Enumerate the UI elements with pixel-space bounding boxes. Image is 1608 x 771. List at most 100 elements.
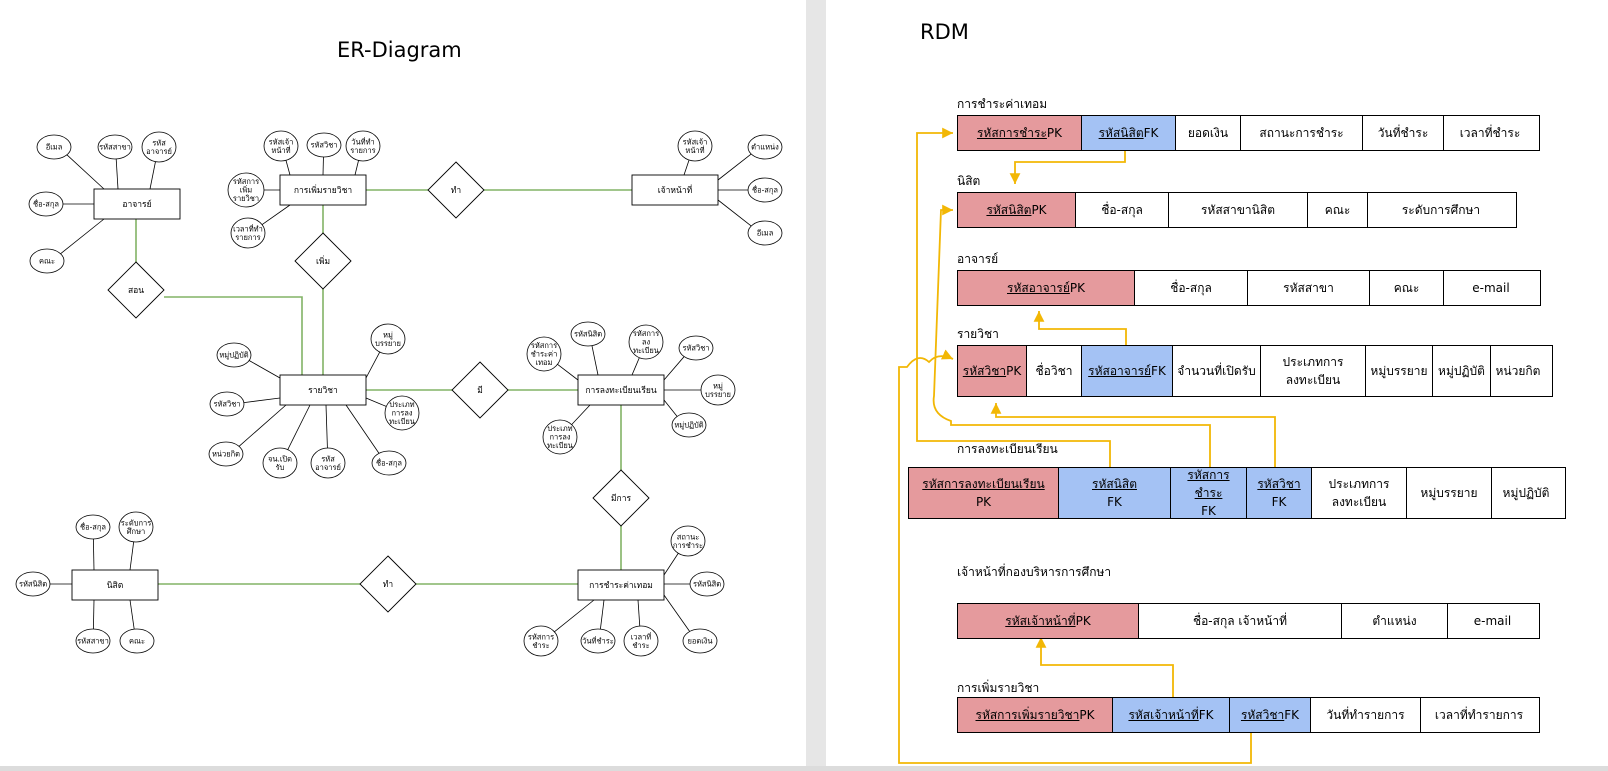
er-attribute-label: หน่วยกิต	[212, 450, 240, 459]
er-attribute-label: รหัสสาขา	[99, 143, 131, 152]
rdm-cell-text: รหัสสาขา	[1283, 281, 1334, 295]
rdm-relation-arrow	[1033, 311, 1127, 345]
er-entity-label: อาจารย์	[122, 199, 151, 210]
er-attribute-ellipse	[216, 342, 252, 368]
er-relationship-label: สอน	[128, 286, 144, 296]
er-attribute-ellipse	[28, 191, 64, 217]
page-gutter	[806, 0, 826, 771]
rdm-cell-foreign-key: รหัสเจ้าหน้าที่FK	[1113, 698, 1230, 732]
rdm-cell-text: เวลาที่ชำระ	[1459, 126, 1521, 140]
er-attribute-label: รหัสวิชา	[213, 400, 240, 409]
er-attribute-course-lecture: หมู่บรรยาย	[370, 323, 406, 355]
er-attribute-ellipse	[671, 412, 707, 438]
er-attribute-student-level: ระดับการศึกษา	[118, 511, 154, 543]
rdm-cell-text: ชื่อ-สกุล	[1170, 281, 1212, 295]
er-attribute-label: หมู่บรรยาย	[375, 330, 401, 348]
er-attribute-line	[242, 397, 281, 404]
er-attribute-line	[570, 404, 591, 426]
er-attribute-teacher-name: ชื่อ-สกุล	[28, 191, 64, 217]
er-attribute-line	[345, 404, 380, 455]
er-connector-line	[164, 296, 303, 375]
rdm-relation-arrow	[932, 204, 1211, 467]
er-entity-course: รายวิชา	[279, 374, 367, 406]
er-attribute-ellipse	[29, 248, 65, 274]
rdm-cell-text: หมู่บรรยาย	[1420, 486, 1478, 500]
rdm-cell-text: รหัสสาขานิสิต	[1200, 203, 1275, 217]
er-attribute-line	[683, 159, 690, 176]
rdm-cell-text: หมู่ปฏิบัติ	[1438, 364, 1485, 378]
er-attribute-label: ประเภทการลงทะเบียน	[547, 424, 573, 450]
rdm-cell: หมู่บรรยาย	[1407, 468, 1492, 518]
er-attribute-ellipse	[677, 130, 713, 162]
er-attribute-label: หมู่ปฏิบัติ	[219, 351, 248, 360]
er-attribute-label: รหัสนิสิต	[19, 580, 47, 589]
rdm-cell-text: สถานะการชำระ	[1259, 126, 1344, 140]
er-attribute-pay-amount: ยอดเงิน	[682, 628, 718, 654]
er-attribute-label: วันที่ทำรายการ	[350, 136, 375, 155]
er-attribute-line	[553, 599, 595, 633]
horizontal-scrollbar[interactable]	[0, 766, 1608, 771]
er-entity-label: เจ้าหน้าที่	[658, 184, 693, 196]
er-attribute-line	[238, 404, 287, 448]
er-relationship-teach: สอน	[107, 261, 165, 319]
er-entity-label: การชำระค่าเทอม	[589, 581, 653, 591]
er-entity-box	[577, 569, 665, 601]
er-attribute-label: รหัสการชำระค่าเทอม	[531, 341, 558, 367]
rdm-cell-text: รหัสนิสิต	[1092, 477, 1137, 491]
er-relationship-label: มี	[477, 385, 483, 396]
rdm-key-suffix: PK	[1079, 708, 1095, 722]
er-entity-registration: การลงทะเบียนเรียน	[577, 374, 665, 406]
er-attribute-ellipse	[526, 336, 562, 372]
er-attribute-add-id: รหัสการเพิ่มรายวิชา	[227, 172, 265, 208]
er-attribute-line	[261, 204, 291, 226]
rdm-cell-text: รหัสอาจารย์	[1007, 281, 1070, 295]
er-entity-box	[71, 569, 159, 601]
rdm-cell-foreign-key: รหัสนิสิตFK	[1082, 116, 1176, 150]
rdm-cell: หน่วยกิต	[1491, 346, 1545, 396]
er-attribute-label: รหัสนิสิต	[693, 580, 721, 589]
rdm-cell-text: รหัสวิชา	[962, 364, 1007, 378]
er-attribute-label: คณะ	[39, 257, 55, 266]
rdm-relation-arrow	[1009, 151, 1126, 184]
er-attribute-ellipse	[118, 511, 154, 543]
er-attribute-line	[631, 356, 641, 376]
rdm-cell: หมู่ปฏิบัติ	[1492, 468, 1560, 518]
rdm-cell: เวลาที่ทำรายการ	[1421, 698, 1537, 732]
rdm-relation-arrow	[1035, 637, 1174, 697]
rdm-cell-text: ตำแหน่ง	[1372, 614, 1417, 628]
er-attribute-line	[663, 355, 685, 381]
rdm-title: RDM	[920, 20, 969, 44]
rdm-cell-text: จำนวนที่เปิดรับ	[1177, 364, 1256, 378]
er-attribute-course-practical: หมู่ปฏิบัติ	[216, 342, 252, 368]
er-attribute-line	[115, 158, 119, 190]
rdm-cell-text: รหัสวิชา	[1257, 477, 1301, 491]
er-attribute-label: สถานะการชำระ	[673, 532, 703, 550]
er-attribute-reg-lecture: หมู่บรรยาย	[700, 374, 736, 406]
er-attribute-pay-student-id: รหัสนิสิต	[689, 571, 725, 597]
er-attribute-teacher-faculty: คณะ	[29, 248, 65, 274]
er-attribute-reg-payment-id: รหัสการชำระค่าเทอม	[526, 336, 562, 372]
er-attribute-pay-status: สถานะการชำระ	[670, 525, 706, 557]
er-attribute-ellipse	[371, 450, 407, 476]
er-attribute-ellipse	[208, 441, 244, 467]
er-entity-add-course: การเพิ่มรายวิชา	[279, 174, 367, 206]
er-attribute-label: รหัสการลงทะเบียน	[633, 329, 659, 355]
rdm-relation-arrow	[898, 349, 1252, 764]
er-relationship-diamond	[359, 555, 417, 613]
er-relationship-add: เพิ่ม	[294, 232, 352, 290]
er-attribute-ellipse	[747, 177, 783, 203]
er-attribute-ellipse	[747, 220, 783, 246]
rdm-key-suffix: PK	[1069, 281, 1085, 295]
rdm-cell-text: รหัสการเพิ่มรายวิชา	[975, 708, 1080, 722]
er-attribute-label: ชื่อ-สกุล	[80, 522, 106, 532]
er-entity-label: การลงทะเบียนเรียน	[585, 385, 657, 396]
rdm-cell-text: e-mail	[1473, 614, 1512, 628]
er-attribute-label: หมู่บรรยาย	[705, 381, 731, 399]
er-attribute-ellipse	[570, 321, 606, 347]
er-attribute-line	[717, 199, 753, 227]
er-attribute-ellipse	[542, 419, 578, 455]
